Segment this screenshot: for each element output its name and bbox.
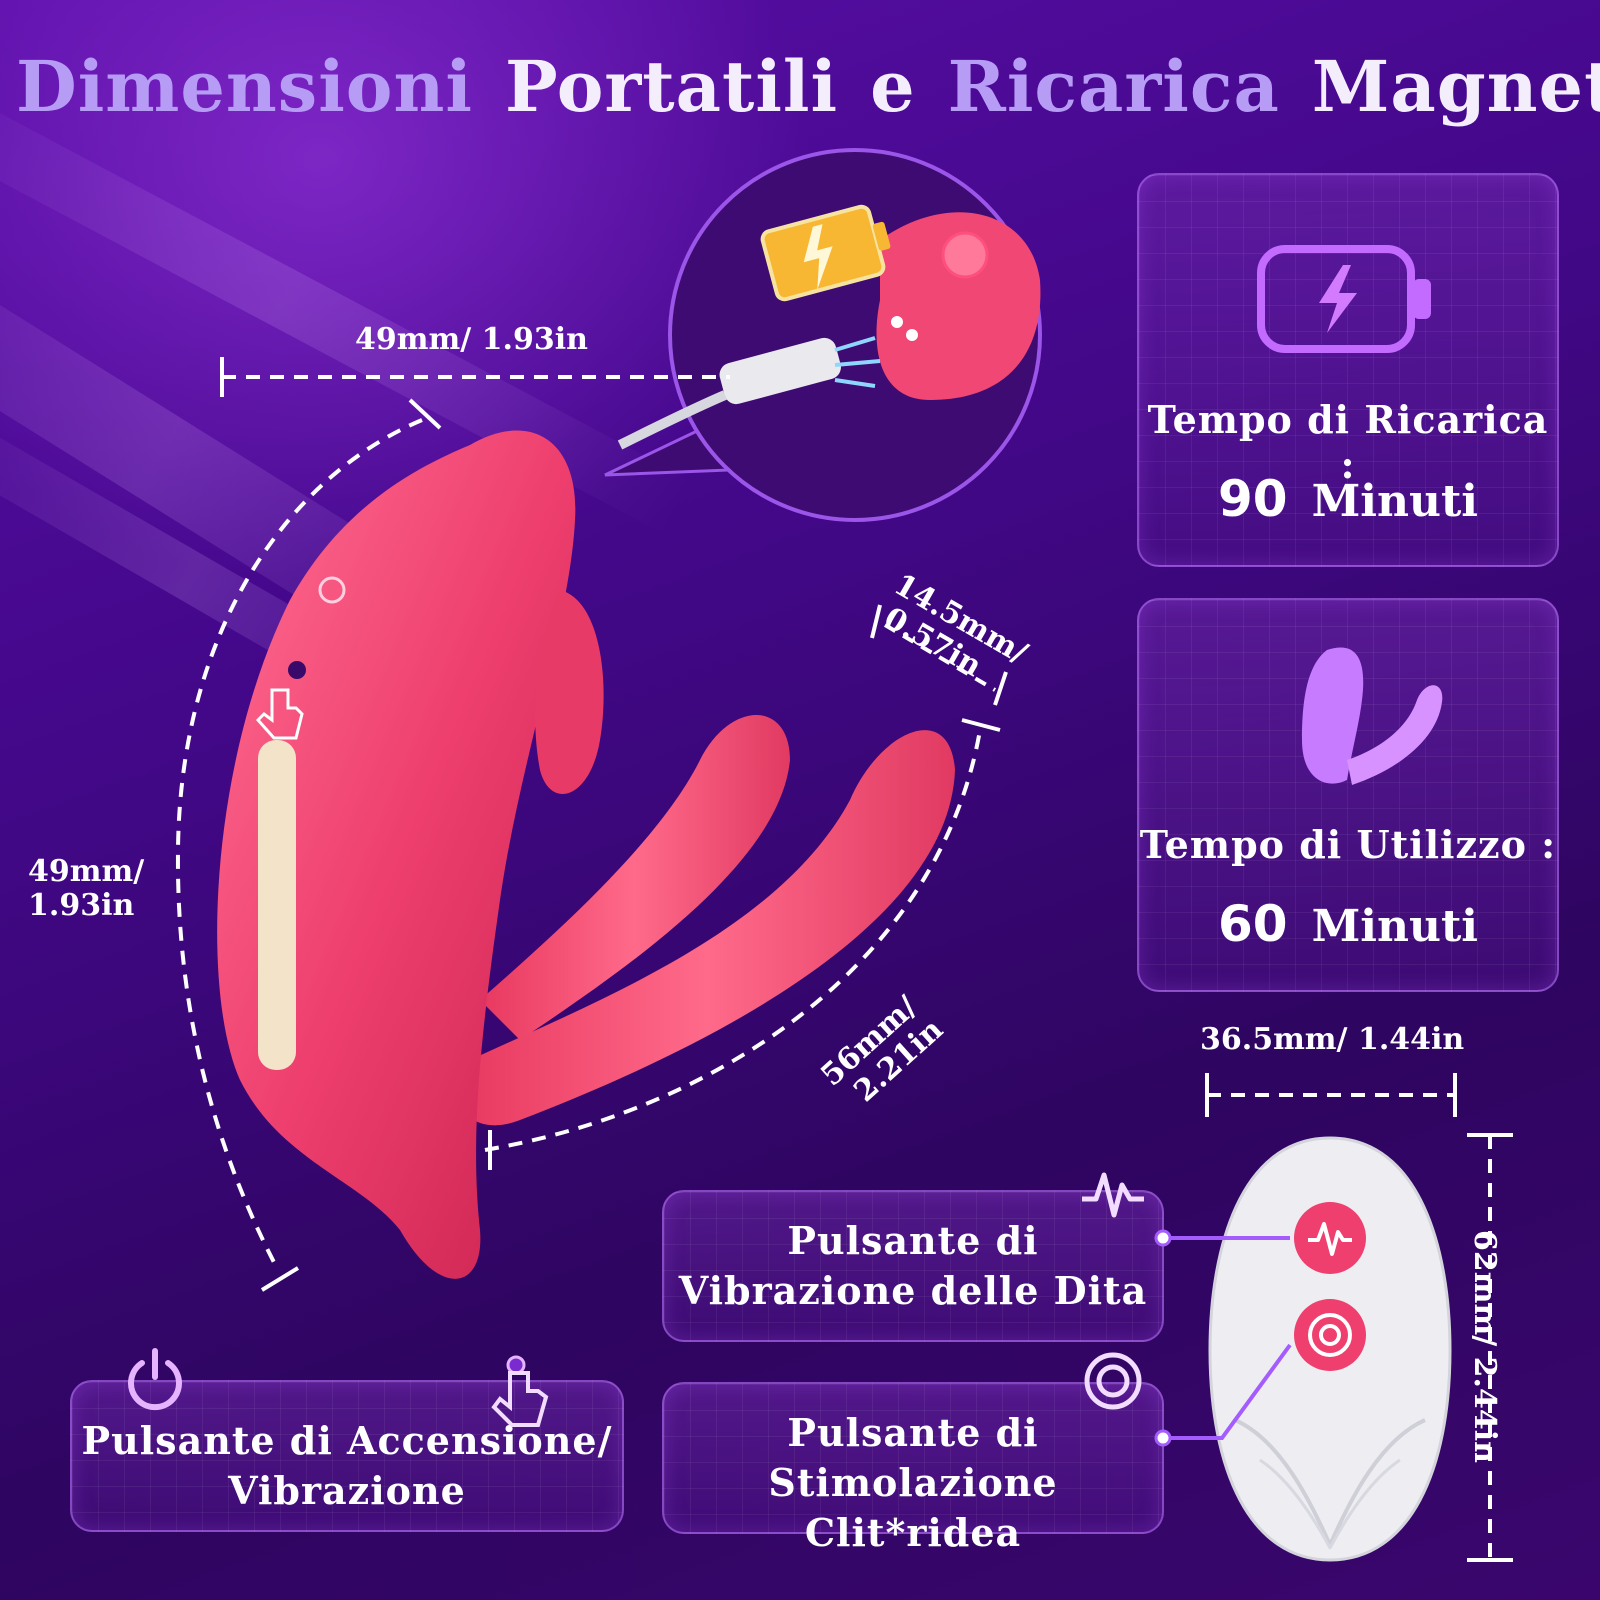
charge-time-panel: Tempo di Ricarica : 90 Minuti	[1137, 173, 1559, 567]
headline-word: Portatili	[504, 45, 839, 128]
usage-time-panel: Tempo di Utilizzo : 60 Minuti	[1137, 598, 1559, 992]
product-arm-front	[458, 730, 955, 1126]
dim-armwidth-line	[883, 623, 997, 692]
battery-charging-icon	[1257, 245, 1431, 353]
pulse-wave-icon	[1308, 1222, 1352, 1256]
finger-vibration-label-line2: Vibrazione delle Dita	[678, 1268, 1148, 1313]
usb-cable	[617, 390, 727, 450]
headline: Dimensioni Portatili e Ricarica Magnetica	[0, 45, 1600, 128]
magnetic-contact	[906, 329, 918, 341]
pulse-wave-icon	[1082, 1172, 1144, 1218]
headline-word: e	[870, 45, 916, 128]
inset-button	[941, 231, 989, 279]
clit-stimulation-label-line2: Stimolazione Clit*ridea	[768, 1460, 1058, 1555]
remote-clit-button	[1294, 1299, 1366, 1371]
battery-tip	[872, 221, 891, 251]
power-icon	[128, 1348, 182, 1411]
dim-side-cap	[408, 398, 442, 430]
charge-time-label: Tempo di Ricarica :	[1147, 397, 1549, 487]
tap-hand-icon	[255, 688, 304, 740]
product-body	[217, 430, 576, 1279]
usage-time-label: Tempo di Utilizzo :	[1139, 822, 1557, 867]
finger-vibration-label: Pulsante di Vibrazione delle Dita	[664, 1216, 1162, 1316]
dim-armwidth-cap	[870, 604, 882, 639]
charge-time-unit: Minuti	[1311, 476, 1479, 527]
dim-side-arc	[175, 418, 423, 1271]
device-silhouette-icon	[1302, 647, 1443, 785]
charge-time-number: 90	[1217, 470, 1288, 528]
headline-word: Dimensioni	[16, 45, 473, 128]
product-arm-back	[480, 715, 790, 1040]
dim-label-side-height: 49mm/ 1.93in	[28, 855, 144, 923]
product-light-strip	[258, 740, 296, 1070]
headline-word: Magnetica	[1311, 45, 1600, 128]
touch-point-dot	[288, 661, 306, 679]
dim-label-remote-width: 36.5mm/ 1.44in	[1200, 1022, 1465, 1057]
clit-stimulation-label: Pulsante di Stimolazione Clit*ridea	[664, 1408, 1162, 1558]
dim-label-line: 1.93in	[28, 888, 135, 923]
usb-cable-plug	[719, 337, 841, 405]
tap-hand-icon	[491, 1355, 549, 1427]
magnetic-spark	[834, 336, 881, 388]
callout-dot	[1154, 1429, 1172, 1447]
magnetic-contact	[891, 316, 903, 328]
dim-side-cap	[260, 1266, 300, 1292]
dim-armwidth-cap	[993, 671, 1008, 706]
target-rings-icon-inner	[1319, 1324, 1341, 1346]
power-button-label-line2: Vibrazione	[228, 1468, 466, 1513]
dim-label-top-width: 49mm/ 1.93in	[355, 322, 588, 357]
callout-line-clit	[1163, 1343, 1292, 1440]
remote-finger-button	[1294, 1202, 1366, 1274]
lightning-bolt	[803, 224, 833, 290]
finger-vibration-label-line1: Pulsante di	[787, 1218, 1039, 1263]
usage-time-value: 60 Minuti	[1139, 895, 1557, 953]
finger-vibration-panel: Pulsante di Vibrazione delle Dita	[662, 1190, 1164, 1342]
dim-label-line: 49mm/	[28, 854, 145, 889]
target-rings-icon	[1308, 1313, 1352, 1357]
power-button-indicator	[318, 576, 346, 604]
remote-texture	[1259, 1458, 1401, 1549]
clit-stimulation-label-line1: Pulsante di	[787, 1410, 1039, 1455]
usage-time-number: 60	[1217, 895, 1288, 953]
target-rings-icon	[1084, 1352, 1142, 1410]
clit-stimulation-panel: Pulsante di Stimolazione Clit*ridea	[662, 1382, 1164, 1555]
dim-arm-cap	[961, 718, 1001, 732]
inset-product-closeup	[876, 212, 1041, 400]
product-suction-head	[535, 590, 604, 794]
headline-word: Ricarica	[947, 45, 1280, 128]
dim-arm-arc	[484, 729, 982, 1152]
usage-time-unit: Minuti	[1311, 901, 1479, 952]
callout-dot	[1154, 1229, 1172, 1247]
charge-time-value: 90 Minuti	[1139, 470, 1557, 528]
